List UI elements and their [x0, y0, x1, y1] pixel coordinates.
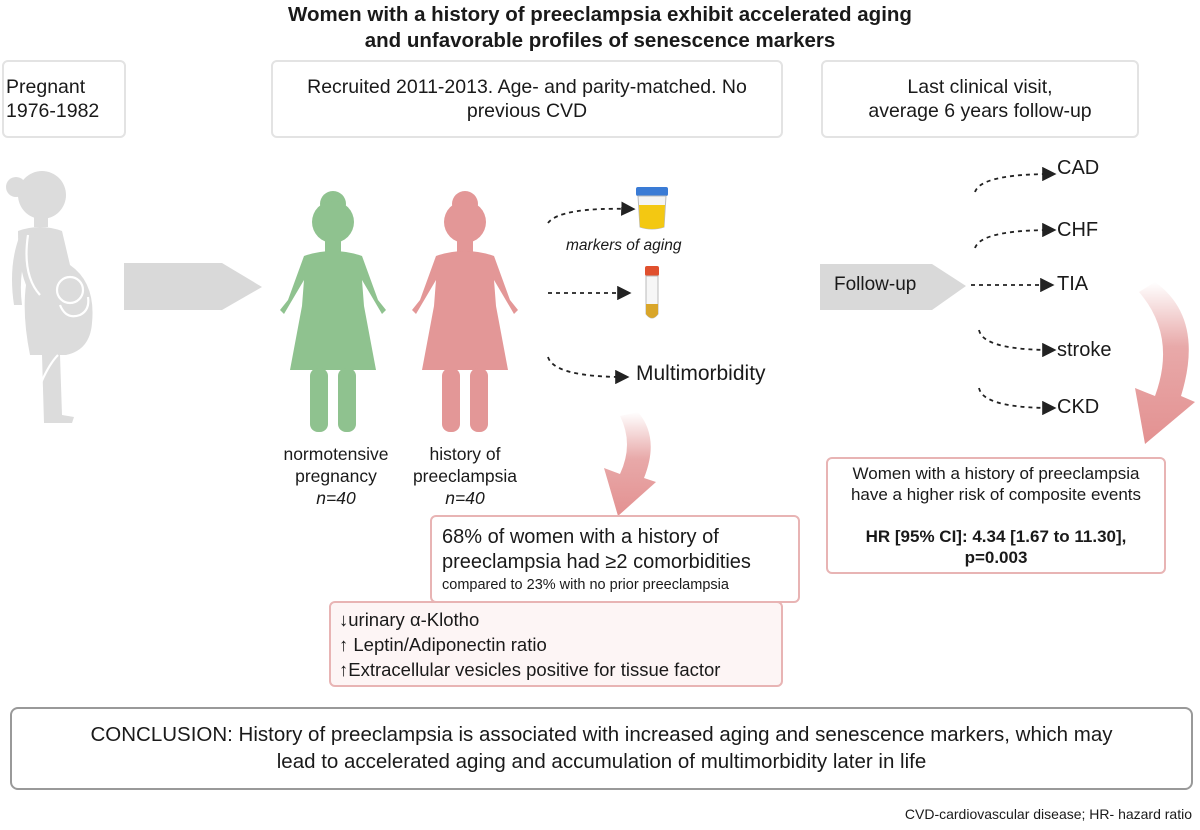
preeclampsia-n: n=40 — [445, 488, 485, 508]
preeclampsia-woman-icon — [412, 191, 518, 432]
last-visit-box: Last clinical visit, average 6 years fol… — [821, 60, 1139, 138]
follow-up-arrow — [820, 264, 966, 310]
marker-klotho: ↓urinary α-Klotho — [339, 609, 480, 630]
multimorbidity-label: Multimorbidity — [636, 362, 766, 385]
arrow-to-urine — [547, 201, 636, 224]
markers-of-aging-label: markers of aging — [566, 237, 682, 254]
normotensive-line-1: normotensive — [283, 444, 389, 464]
preeclampsia-line-2: preeclampsia — [412, 466, 518, 486]
recruited-line-1: Recruited 2011-2013. Age- and parity-mat… — [307, 76, 747, 98]
risk-line-1: Women with a history of preeclampsia — [852, 464, 1140, 483]
comorbidity-box: 68% of women with a history of preeclamp… — [430, 515, 800, 603]
urine-cup-icon — [636, 187, 668, 230]
conclusion-box: CONCLUSION: History of preeclampsia is a… — [10, 707, 1193, 790]
marker-vesicles: ↑Extracellular vesicles positive for tis… — [339, 659, 721, 680]
risk-p: p=0.003 — [964, 548, 1028, 567]
marker-leptin: ↑ Leptin/Adiponectin ratio — [339, 634, 547, 655]
title-line-2: and unfavorable profiles of senescence m… — [364, 29, 836, 52]
markers-box: ↓urinary α-Klotho ↑ Leptin/Adiponectin r… — [329, 601, 783, 687]
arrow-to-multimorbidity — [547, 356, 630, 385]
last-visit-line-1: Last clinical visit, — [907, 76, 1053, 98]
page-title: Women with a history of preeclampsia exh… — [0, 2, 1200, 54]
outcome-dashed-arrows — [971, 166, 1057, 416]
arrow-to-cad — [974, 166, 1057, 193]
last-visit-line-2: average 6 years follow-up — [868, 100, 1092, 122]
comorbidity-line-1: 68% of women with a history of — [442, 526, 719, 548]
blood-tube-icon — [645, 266, 659, 319]
comorbidity-line-2: preeclampsia had ≥2 comorbidities — [442, 551, 751, 573]
pregnant-line-2: 1976-1982 — [6, 100, 100, 122]
footnote: CVD-cardiovascular disease; HR- hazard r… — [904, 806, 1192, 822]
outcome-stroke: stroke — [1057, 339, 1112, 361]
normotensive-line-2: pregnancy — [295, 466, 377, 486]
normotensive-label: normotensive pregnancy n=40 — [270, 443, 402, 509]
transition-arrow — [124, 263, 262, 310]
risk-box: Women with a history of preeclampsia hav… — [826, 457, 1166, 574]
title-line-1: Women with a history of preeclampsia exh… — [288, 3, 912, 26]
comorbidity-line-3: compared to 23% with no prior preeclamps… — [442, 577, 729, 593]
pregnant-line-1: Pregnant — [6, 76, 86, 98]
preeclampsia-label: history of preeclampsia n=40 — [400, 443, 530, 509]
pregnant-woman-icon — [6, 171, 93, 423]
preeclampsia-line-1: history of — [429, 444, 501, 464]
arrow-to-ckd — [978, 387, 1057, 416]
conclusion-line-1: CONCLUSION: History of preeclampsia is a… — [90, 723, 1113, 746]
middle-dashed-arrows — [547, 201, 636, 385]
multimorbidity-down-arrow — [604, 412, 656, 516]
outcomes-down-arrow — [1135, 282, 1195, 444]
pregnant-box: Pregnant 1976-1982 — [2, 60, 126, 138]
outcome-ckd: CKD — [1057, 396, 1100, 418]
arrow-to-chf — [974, 222, 1057, 249]
normotensive-woman-icon — [280, 191, 386, 432]
risk-line-2: have a higher risk of composite events — [850, 485, 1142, 504]
outcome-chf: CHF — [1057, 219, 1099, 241]
conclusion-line-2: lead to accelerated aging and accumulati… — [276, 750, 927, 773]
outcome-cad: CAD — [1057, 157, 1100, 179]
follow-up-label: Follow-up — [834, 274, 917, 295]
arrow-to-stroke — [978, 329, 1057, 358]
risk-hr: HR [95% CI]: 4.34 [1.67 to 11.30], — [865, 527, 1127, 546]
outcome-tia: TIA — [1057, 273, 1089, 295]
normotensive-n: n=40 — [316, 488, 356, 508]
recruited-box: Recruited 2011-2013. Age- and parity-mat… — [271, 60, 783, 138]
recruited-line-2: previous CVD — [466, 100, 588, 122]
